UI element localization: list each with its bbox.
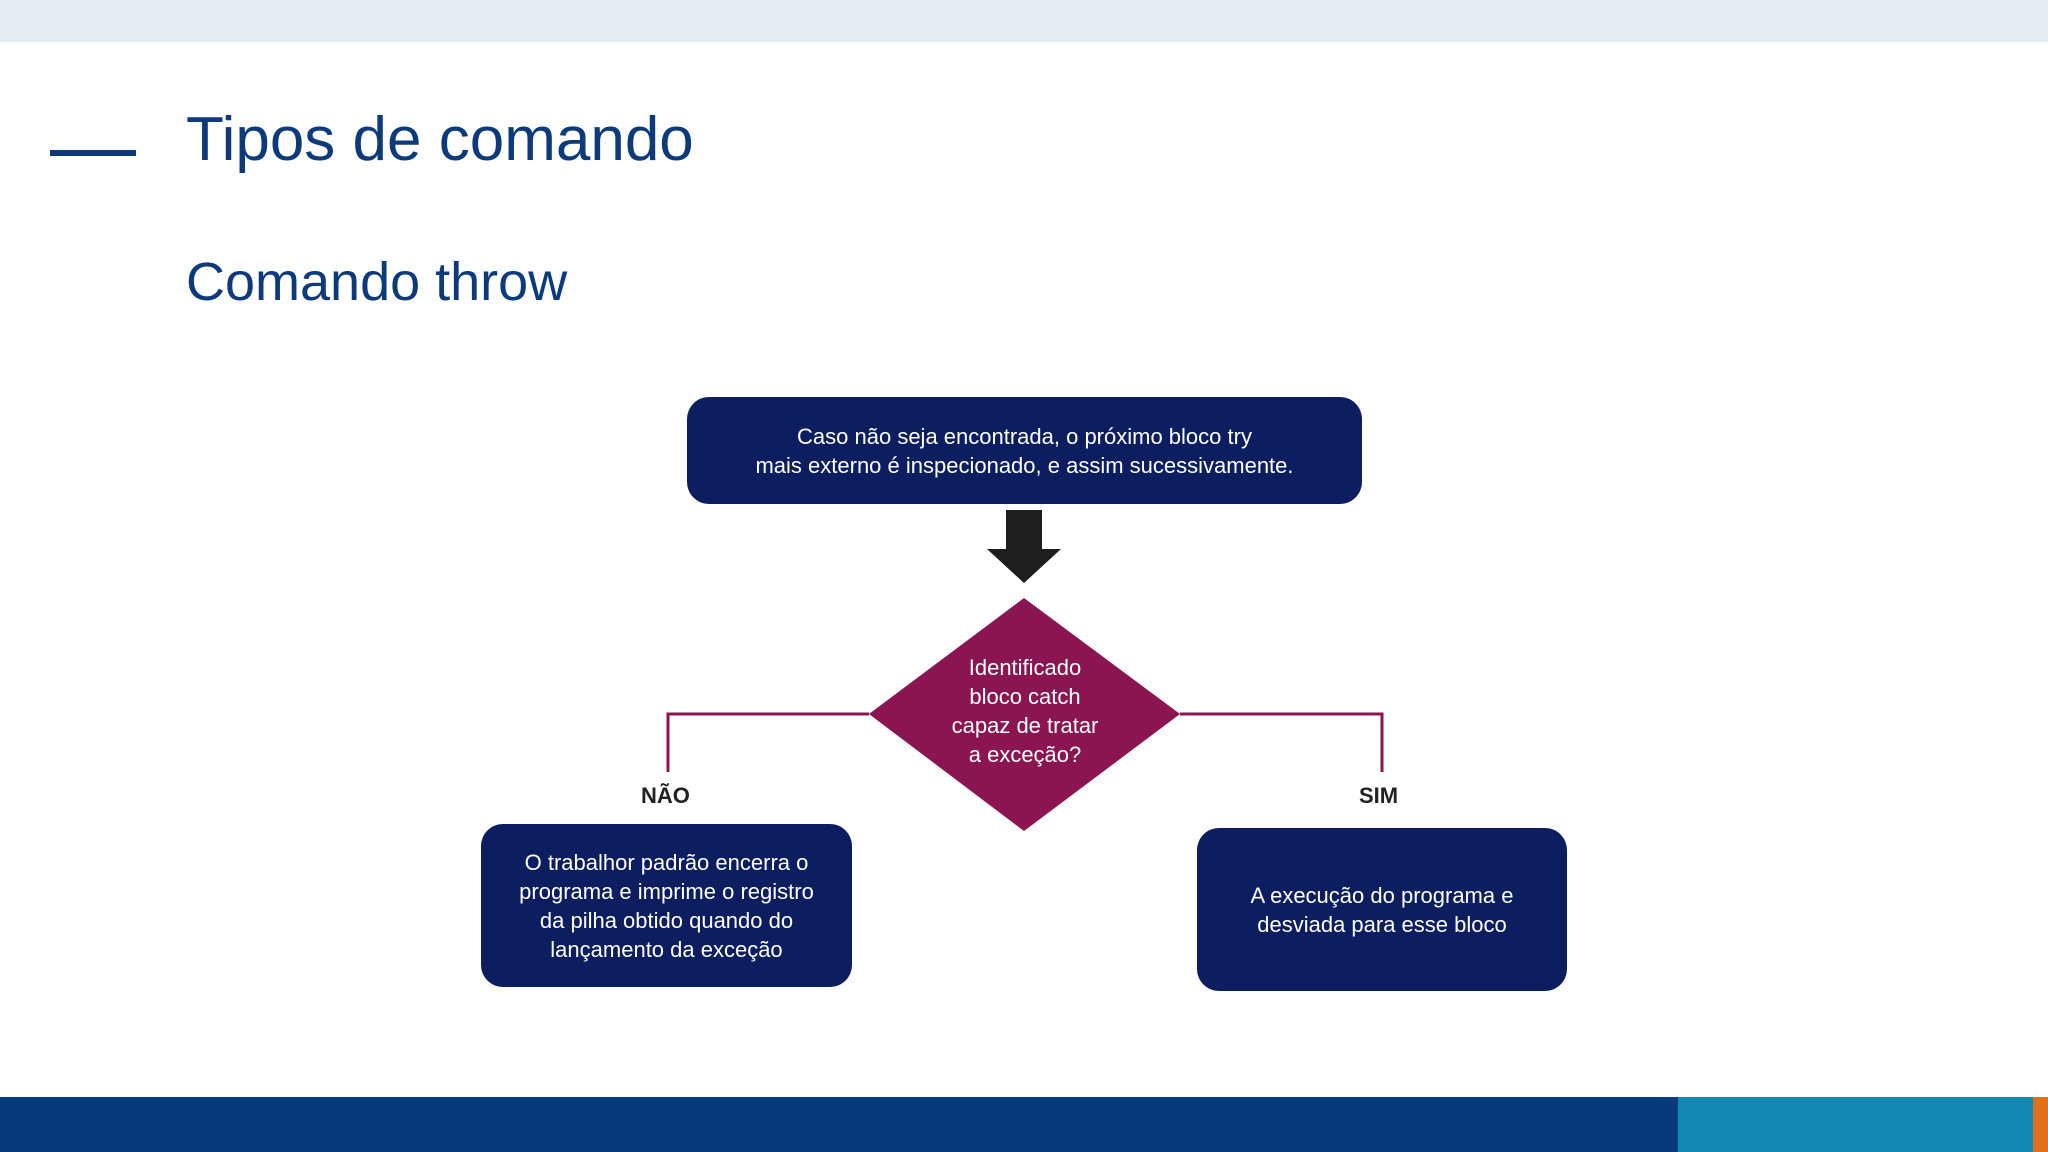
connector-yes xyxy=(1180,712,1384,772)
page-subtitle: Comando throw xyxy=(186,252,568,312)
branch-label-yes: SIM xyxy=(1359,783,1399,808)
divert-execution-box: A execução do programa e desviada para e… xyxy=(1197,828,1567,991)
inspect-outer-try-box: Caso não seja encontrada, o próximo bloc… xyxy=(687,397,1362,504)
branch-label-no: NÃO xyxy=(641,783,690,808)
title-dash xyxy=(50,150,136,156)
connector-no xyxy=(666,712,869,772)
bottom-band xyxy=(0,1097,1678,1152)
decision-text: Identificado bloco catch capaz de tratar… xyxy=(951,655,1099,767)
top-band xyxy=(0,0,2048,42)
bottom-accent-band xyxy=(1678,1097,2033,1152)
page-title: Tipos de comando xyxy=(186,105,694,174)
decision-diamond xyxy=(869,598,1180,831)
bottom-orange-strip xyxy=(2033,1097,2048,1152)
default-handler-box: O trabalhor padrão encerra o programa e … xyxy=(481,824,852,987)
down-arrow-icon xyxy=(987,510,1061,583)
